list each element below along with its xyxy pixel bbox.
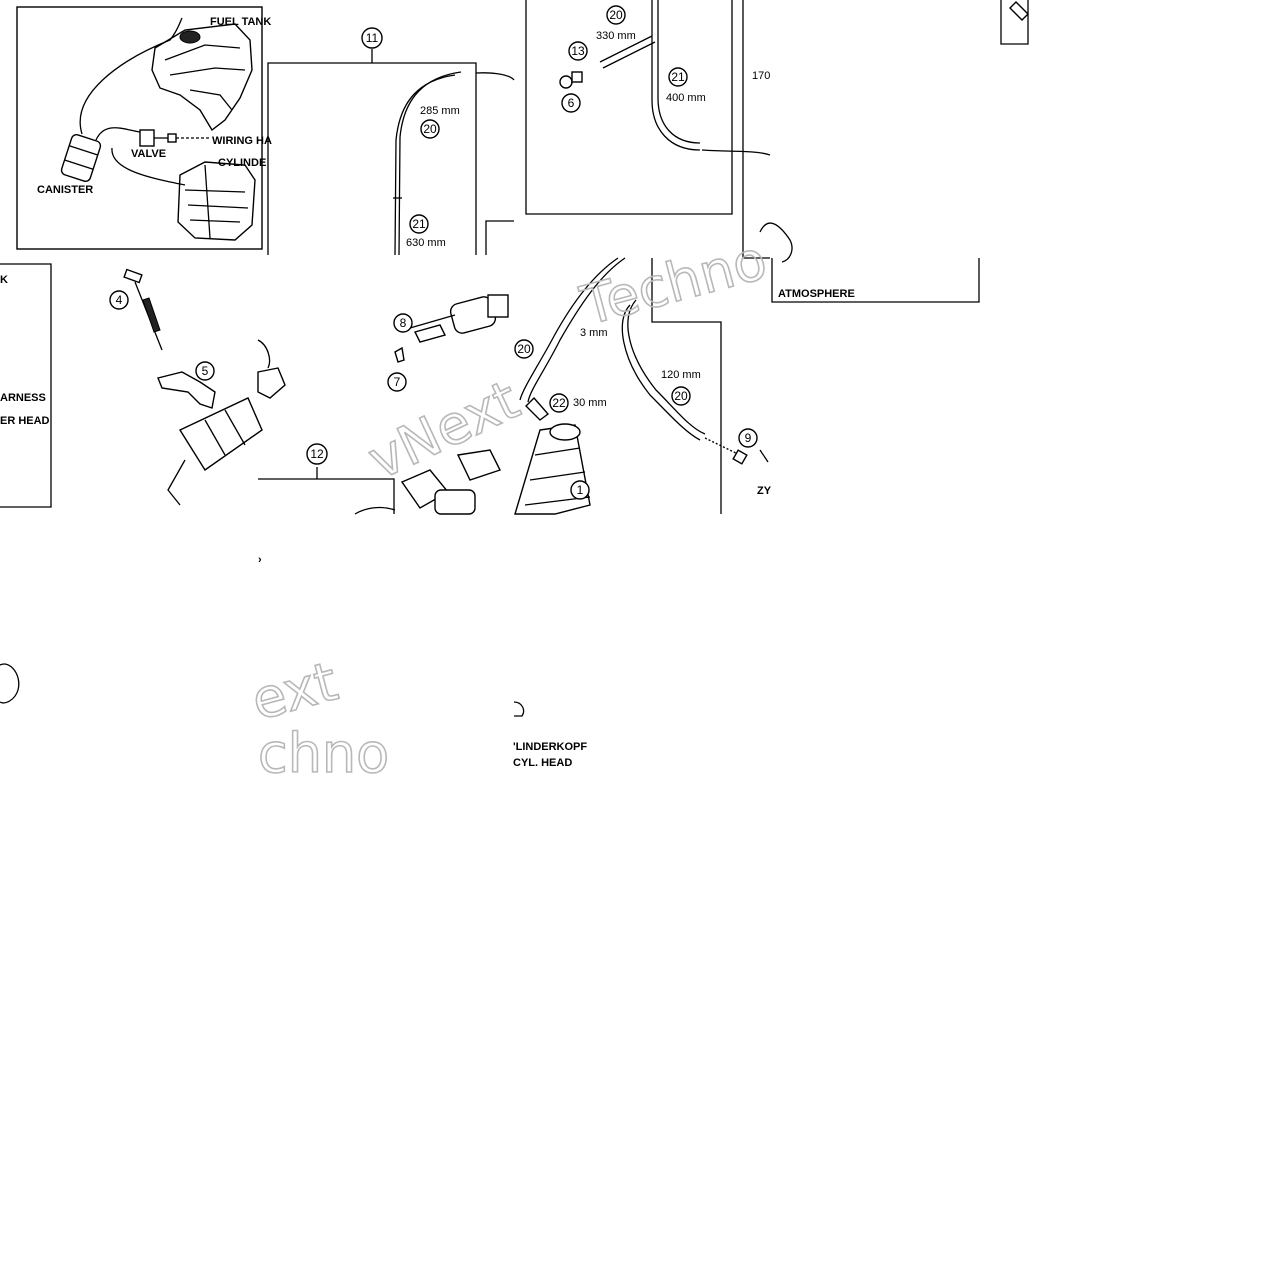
head-fragment: ER HEAD: [0, 415, 50, 427]
canister-label: CANISTER: [37, 184, 93, 196]
hose-11-bracket: [267, 62, 477, 255]
valve-icon: [139, 129, 210, 147]
watermark-chno: chno: [258, 722, 389, 785]
callout-20-d: 20: [674, 389, 688, 403]
atmosphere-box: [771, 258, 980, 303]
inset-canister-icon: [60, 133, 102, 183]
length-mm-partial: 3 mm: [580, 327, 608, 339]
hose-120: [621, 304, 701, 441]
length-170: 170: [752, 70, 770, 82]
hose-12-bracket: [258, 478, 395, 514]
callout-20-c: 20: [517, 342, 531, 356]
watermark-techno: Techno: [574, 228, 773, 338]
callout-1: 1: [577, 483, 584, 497]
inset-system-box: [16, 6, 263, 250]
fuel-cap-icon: [179, 30, 201, 44]
valve-assembly-drawing: [409, 294, 509, 343]
length-285: 285 mm: [420, 105, 460, 117]
bolt-7-icon: [394, 346, 405, 363]
watermark-ext: ext: [245, 650, 344, 733]
part-5-bracket: [157, 371, 216, 409]
cyl-head-label: CYL. HEAD: [513, 757, 572, 769]
valve-lower-drawing: [354, 449, 501, 515]
bracket-part: [257, 367, 286, 399]
part-4-drawing: [123, 268, 163, 351]
zylinderkopf-label: 'LINDERKOPF: [513, 741, 587, 753]
callout-20-a: 20: [423, 122, 437, 136]
callout-8: 8: [400, 316, 407, 330]
valve-label: VALVE: [131, 148, 166, 160]
hose-400: [651, 0, 701, 151]
canister-1-drawing: [514, 423, 591, 515]
callout-7: 7: [394, 375, 401, 389]
callout-5: 5: [202, 364, 209, 378]
fuel-tank-label: FUEL TANK: [210, 16, 271, 28]
callout-12: 12: [310, 447, 324, 461]
callout-21-b: 21: [671, 70, 685, 84]
callout-20-b: 20: [609, 8, 623, 22]
upper-hose-box: [525, 0, 733, 215]
cylinder-head-drawing: [177, 161, 256, 241]
clamp-13-icon: [571, 71, 583, 83]
fuel-tank-drawing: [151, 23, 253, 132]
callout-4: 4: [116, 293, 123, 307]
callout-21-a: 21: [412, 217, 426, 231]
k-fragment: K: [0, 274, 8, 286]
callout-13: 13: [571, 44, 585, 58]
callout-22: 22: [552, 396, 566, 410]
cylinder-label: CYLINDE: [218, 157, 266, 169]
length-330: 330 mm: [596, 30, 636, 42]
fitting-9-icon: [732, 449, 748, 465]
harness-fragment: ARNESS: [0, 392, 46, 404]
callout-9: 9: [745, 431, 752, 445]
arrow-fragment: ›: [258, 554, 262, 566]
atmosphere-label: ATMOSPHERE: [778, 288, 855, 300]
length-120: 120 mm: [661, 369, 701, 381]
callout-11: 11: [366, 31, 379, 45]
canister-drawing: [167, 397, 263, 506]
wiring-harness-label: WIRING HA: [212, 135, 272, 147]
fitting-6-icon: [559, 75, 573, 89]
hose-285-630: [394, 74, 456, 256]
length-630: 630 mm: [406, 237, 446, 249]
length-30: 30 mm: [573, 397, 607, 409]
callout-6: 6: [568, 96, 575, 110]
zy-fragment: ZY: [757, 485, 772, 497]
left-partial-box: [0, 263, 52, 508]
watermark-vnext: vNext: [359, 368, 529, 492]
length-400: 400 mm: [666, 92, 706, 104]
hose-20-upper: [527, 257, 626, 403]
right-partial-box: [1000, 0, 1029, 45]
